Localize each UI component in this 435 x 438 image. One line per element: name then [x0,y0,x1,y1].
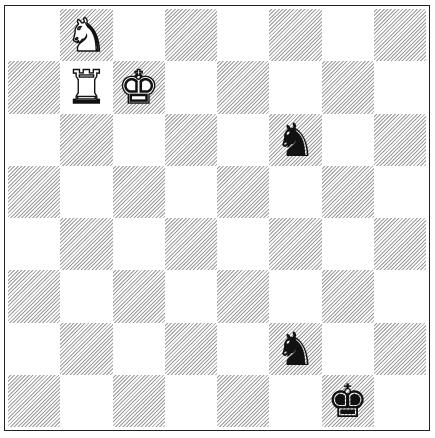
square-f8[interactable] [269,9,321,61]
square-g1[interactable]: ♚ [322,375,374,427]
square-f4[interactable] [269,218,321,270]
square-e6[interactable] [217,114,269,166]
square-a7[interactable] [8,61,60,113]
square-g4[interactable] [322,218,374,270]
square-a6[interactable] [8,114,60,166]
square-a5[interactable] [8,166,60,218]
black-king-icon[interactable]: ♚ [327,378,368,424]
square-h5[interactable] [374,166,426,218]
square-h3[interactable] [374,270,426,322]
square-c6[interactable] [113,114,165,166]
square-a3[interactable] [8,270,60,322]
square-a8[interactable] [8,9,60,61]
square-g5[interactable] [322,166,374,218]
square-d6[interactable] [165,114,217,166]
square-d1[interactable] [165,375,217,427]
square-e4[interactable] [217,218,269,270]
white-rook-icon[interactable]: ♜ [66,64,107,110]
square-b2[interactable] [60,323,112,375]
square-c8[interactable] [113,9,165,61]
square-a4[interactable] [8,218,60,270]
square-b3[interactable] [60,270,112,322]
square-e1[interactable] [217,375,269,427]
square-b8[interactable]: ♞ [60,9,112,61]
black-knight-icon[interactable]: ♞ [275,326,316,372]
square-h7[interactable] [374,61,426,113]
chessboard: ♞♜♚♞♞♚ [8,9,426,427]
square-g3[interactable] [322,270,374,322]
square-d7[interactable] [165,61,217,113]
square-h1[interactable] [374,375,426,427]
square-d5[interactable] [165,166,217,218]
square-e8[interactable] [217,9,269,61]
black-knight-icon[interactable]: ♞ [275,117,316,163]
square-c4[interactable] [113,218,165,270]
square-f7[interactable] [269,61,321,113]
square-d3[interactable] [165,270,217,322]
white-knight-icon[interactable]: ♞ [66,12,107,58]
square-d8[interactable] [165,9,217,61]
square-f1[interactable] [269,375,321,427]
white-king-icon[interactable]: ♚ [118,64,159,110]
square-h6[interactable] [374,114,426,166]
square-f6[interactable]: ♞ [269,114,321,166]
square-c3[interactable] [113,270,165,322]
square-g6[interactable] [322,114,374,166]
square-d2[interactable] [165,323,217,375]
square-b1[interactable] [60,375,112,427]
square-c1[interactable] [113,375,165,427]
square-e3[interactable] [217,270,269,322]
square-a1[interactable] [8,375,60,427]
square-f3[interactable] [269,270,321,322]
square-h4[interactable] [374,218,426,270]
square-a2[interactable] [8,323,60,375]
square-h2[interactable] [374,323,426,375]
square-b5[interactable] [60,166,112,218]
square-c5[interactable] [113,166,165,218]
square-c7[interactable]: ♚ [113,61,165,113]
square-e2[interactable] [217,323,269,375]
square-e7[interactable] [217,61,269,113]
square-f2[interactable]: ♞ [269,323,321,375]
square-f5[interactable] [269,166,321,218]
square-b4[interactable] [60,218,112,270]
square-b7[interactable]: ♜ [60,61,112,113]
square-h8[interactable] [374,9,426,61]
square-g8[interactable] [322,9,374,61]
square-g2[interactable] [322,323,374,375]
square-g7[interactable] [322,61,374,113]
square-e5[interactable] [217,166,269,218]
square-b6[interactable] [60,114,112,166]
square-d4[interactable] [165,218,217,270]
chessboard-frame: ♞♜♚♞♞♚ [4,5,430,431]
square-c2[interactable] [113,323,165,375]
